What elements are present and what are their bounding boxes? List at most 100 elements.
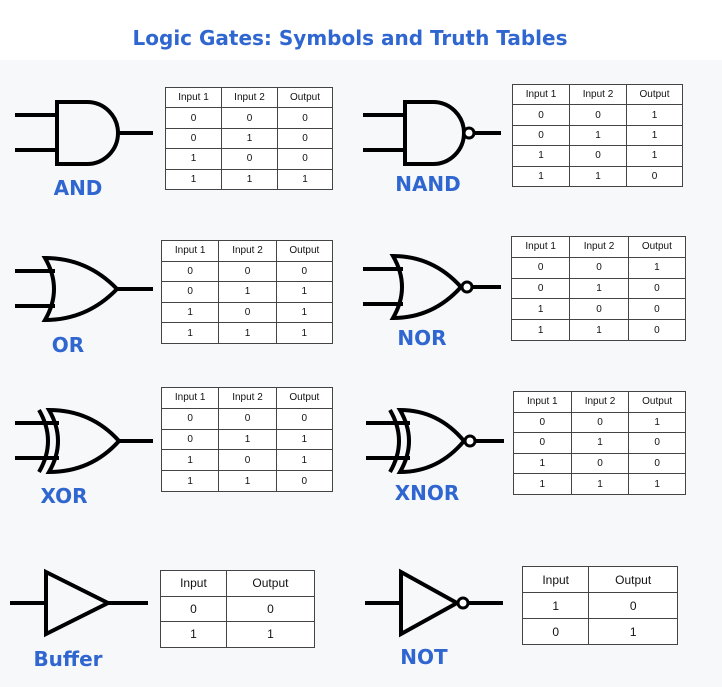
table-cell: 1 (220, 127, 278, 150)
and-gate-label: AND (53, 176, 103, 200)
column-header: Input 2 (220, 86, 278, 109)
table-cell: 0 (569, 104, 627, 126)
table-cell: 1 (275, 322, 334, 344)
table-cell: 1 (570, 473, 630, 495)
nand-gate-symbol-icon (363, 100, 501, 166)
table-cell: 1 (225, 621, 316, 648)
table-cell: 0 (275, 407, 334, 430)
column-header: Output (626, 83, 683, 106)
column-header: Input 2 (569, 83, 627, 106)
table-cell: 1 (218, 322, 277, 344)
table-cell: 0 (218, 449, 277, 472)
table-cell: 1 (627, 256, 687, 279)
table-cell: 1 (569, 319, 629, 341)
table-cell: 1 (165, 168, 222, 190)
column-header: Output (275, 387, 334, 409)
column-header: Input 2 (218, 240, 277, 262)
table-cell: 1 (160, 621, 227, 648)
table-cell: 1 (510, 319, 571, 341)
table-cell: 1 (276, 168, 334, 190)
table-cell: 0 (160, 428, 220, 451)
table-cell: 0 (627, 277, 687, 300)
table-cell: 0 (220, 107, 278, 129)
table-cell: 0 (220, 148, 278, 170)
table-cell: 0 (626, 165, 683, 187)
column-header: Output (276, 86, 334, 109)
table-cell: 1 (626, 124, 683, 147)
or-gate-symbol-icon (15, 255, 153, 323)
table-cell: 1 (160, 301, 220, 324)
table-cell: 0 (275, 470, 334, 492)
table-cell: 0 (513, 411, 572, 434)
xor-gate-symbol-icon (15, 407, 153, 475)
column-header: Input 1 (160, 387, 220, 409)
column-header: Input (521, 566, 590, 593)
table-cell: 1 (626, 104, 683, 126)
column-header: Input 2 (218, 387, 277, 409)
table-cell: 1 (160, 449, 220, 472)
table-cell: 0 (165, 107, 222, 129)
table-cell: 0 (627, 319, 687, 341)
nor-gate-symbol-icon (363, 253, 501, 321)
column-header: Input 2 (569, 236, 629, 258)
and-gate-symbol-icon (15, 100, 153, 166)
not-gate-label: NOT (400, 645, 448, 669)
column-header: Output (225, 570, 316, 597)
table-cell: 1 (220, 168, 278, 190)
table-cell: 1 (570, 432, 630, 454)
table-cell: 0 (218, 260, 277, 283)
table-cell: 0 (160, 407, 220, 430)
xnor-gate-label: XNOR (394, 481, 460, 505)
table-cell: 1 (512, 145, 570, 167)
table-cell: 1 (569, 165, 627, 187)
not-gate-symbol-icon (365, 568, 503, 638)
table-cell: 0 (275, 260, 334, 283)
nand-gate-label: NAND (395, 172, 461, 196)
table-cell: 1 (628, 473, 686, 495)
table-cell: 1 (165, 148, 222, 170)
table-cell: 1 (275, 281, 334, 303)
table-cell: 1 (275, 449, 334, 472)
table-cell: 0 (570, 411, 630, 434)
table-cell: 0 (165, 127, 222, 150)
table-cell: 0 (276, 127, 334, 150)
table-cell: 1 (510, 298, 571, 321)
column-header: Output (627, 236, 687, 258)
table-cell: 0 (628, 452, 686, 475)
column-header: Input 1 (160, 240, 220, 262)
table-cell: 1 (512, 165, 570, 187)
column-header: Input 1 (513, 391, 572, 413)
column-header: Output (275, 240, 334, 262)
table-cell: 0 (570, 452, 630, 475)
table-cell: 0 (569, 298, 629, 321)
table-cell: 0 (512, 124, 570, 147)
table-cell: 0 (521, 618, 590, 645)
page-title: Logic Gates: Symbols and Truth Tables (132, 26, 568, 50)
